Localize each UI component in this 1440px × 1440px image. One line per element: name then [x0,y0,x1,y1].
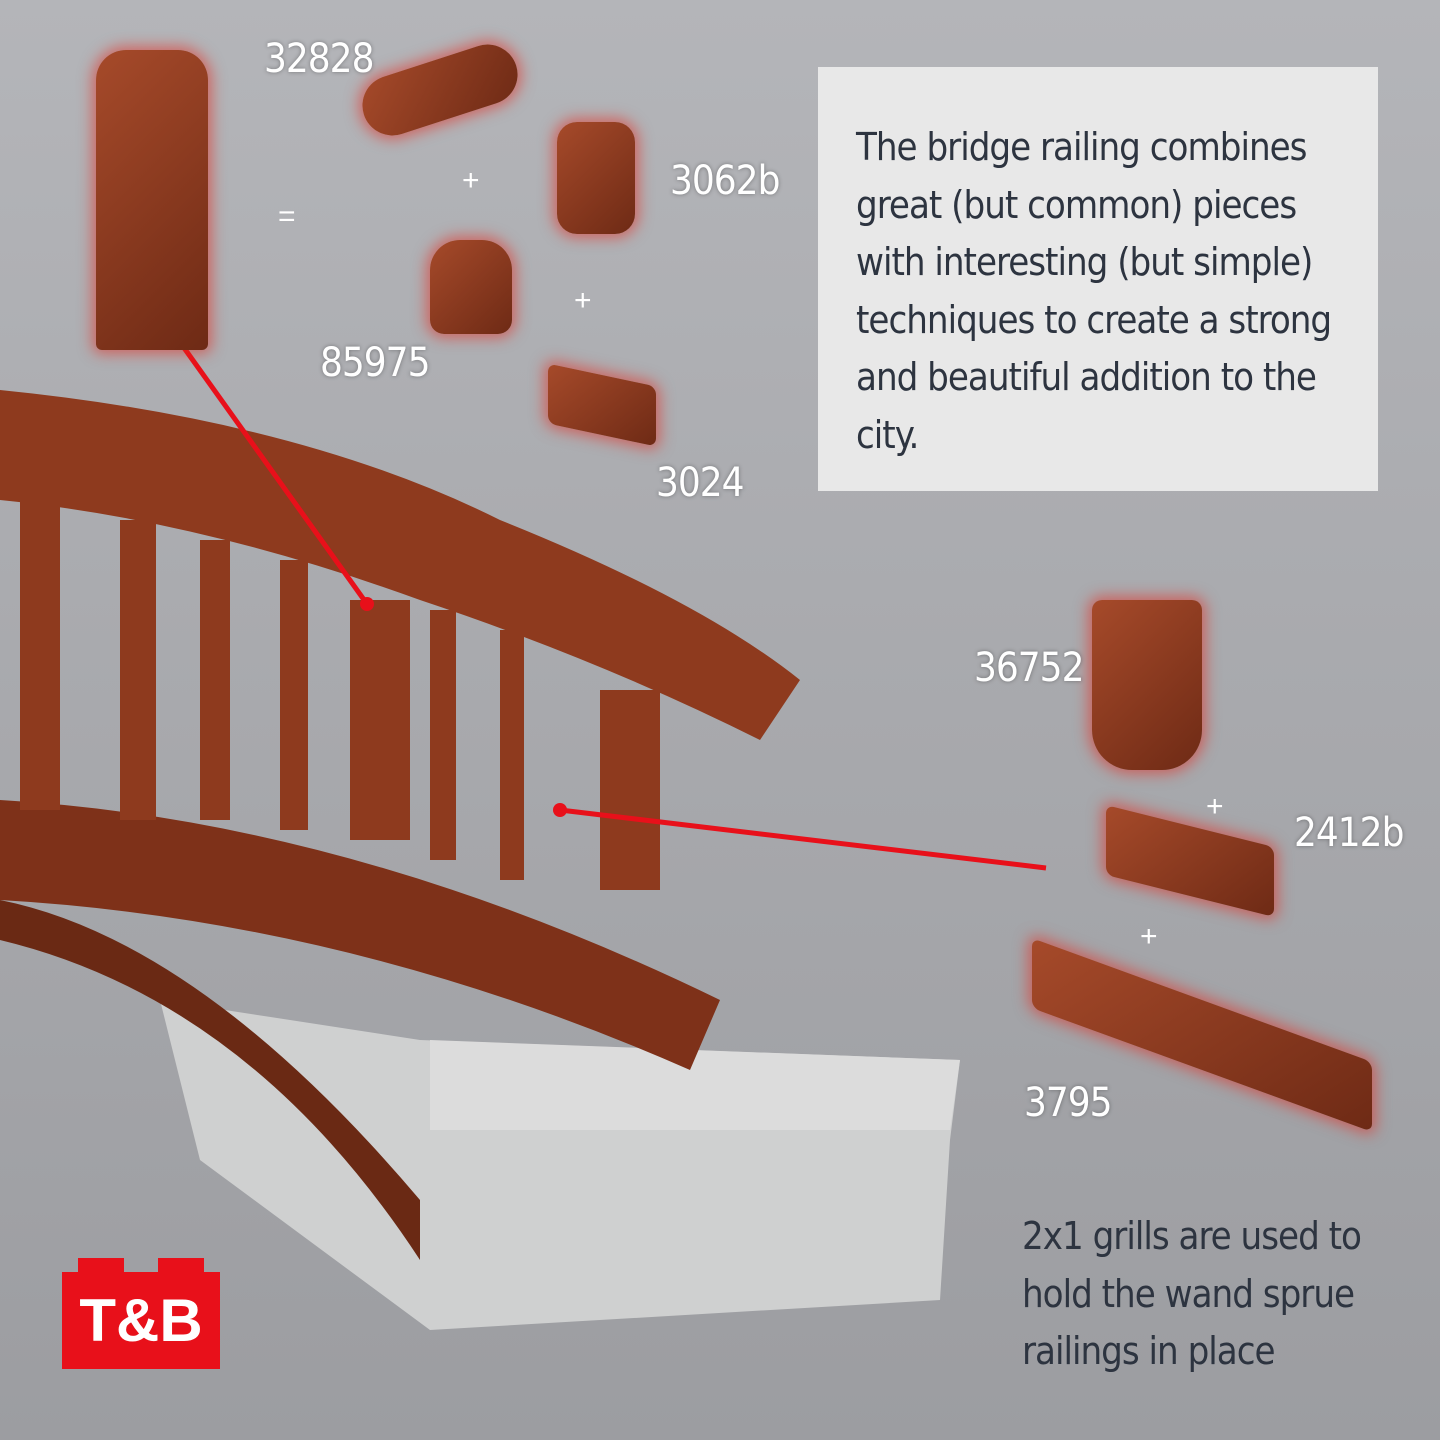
part-label-36752: 36752 [974,645,1084,691]
part-85975-image [430,240,512,334]
part-3062b-image [557,122,635,234]
equals-sign: = [278,200,296,233]
part-label-3795: 3795 [1024,1080,1113,1126]
tb-logo: T&B [62,1258,220,1369]
part-label-3024: 3024 [656,460,745,506]
part-label-32828: 32828 [264,36,374,82]
part-label-3062b: 3062b [670,158,780,204]
part-label-2412b: 2412b [1294,810,1404,856]
grill-note: 2x1 grills are used to hold the wand spr… [1022,1214,1362,1373]
plus-sign: + [462,164,480,197]
plus-sign: + [1206,790,1224,823]
part-36752-image [1092,600,1202,770]
info-box: The bridge railing combines great (but c… [818,67,1378,491]
assembled-post-image [96,50,208,350]
plus-sign: + [1140,920,1158,953]
part-label-85975: 85975 [320,340,430,386]
plus-sign: + [574,284,592,317]
